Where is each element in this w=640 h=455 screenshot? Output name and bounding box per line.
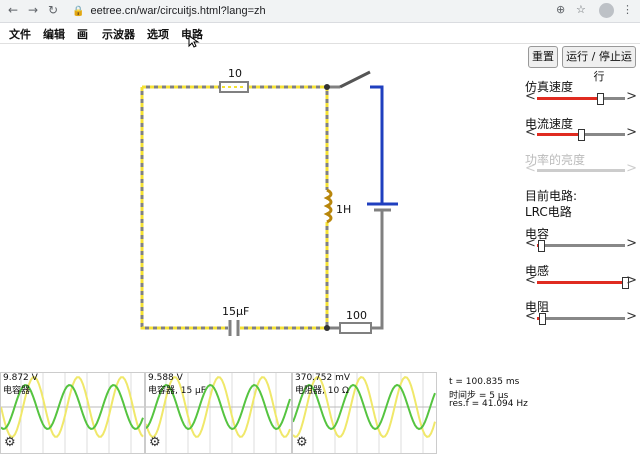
inductor-label: 1H	[336, 203, 351, 216]
menu-options[interactable]: 选项	[147, 28, 169, 41]
stat-timestep: 时间步 = 5 µs	[449, 391, 509, 401]
circuit-canvas[interactable]: 10 1H 15µF 100	[0, 44, 520, 370]
chevron-right-icon[interactable]: >	[626, 236, 637, 251]
sim-speed-label: 仿真速度	[525, 80, 574, 94]
inductance-label: 电感	[525, 264, 550, 278]
inductance-slider[interactable]: < >	[525, 273, 637, 289]
scope-value: 9.872 V	[3, 373, 38, 383]
resistor-bottom[interactable]	[339, 322, 372, 334]
scope-name: 电阻器, 10 Ω	[295, 386, 349, 396]
scope-wave-green	[1, 384, 144, 430]
forward-icon[interactable]: →	[28, 3, 39, 17]
gear-icon[interactable]: ⚙	[296, 435, 308, 450]
chevron-left-icon[interactable]: <	[525, 309, 536, 324]
menu-file[interactable]: 文件	[9, 28, 31, 41]
current-circuit-name: LRC电路	[525, 205, 572, 219]
scope-value: 370.752 mV	[295, 373, 351, 383]
scope-panel[interactable]: 370.752 mV 电阻器, 10 Ω ⚙	[292, 372, 437, 454]
gear-icon[interactable]: ⚙	[149, 435, 161, 450]
stat-time: t = 100.835 ms	[449, 377, 520, 387]
back-icon[interactable]: ←	[8, 3, 19, 17]
url-text: eetree.cn/war/circuitjs.html?lang=zh	[90, 5, 266, 17]
current-speed-label: 电流速度	[525, 117, 574, 131]
avatar[interactable]	[599, 3, 614, 18]
capacitance-label: 电容	[525, 227, 550, 241]
sim-speed-slider[interactable]: < >	[525, 89, 637, 105]
reload-icon[interactable]: ↻	[48, 3, 59, 17]
resistance-label: 电阻	[525, 300, 550, 314]
browser-menu-icon[interactable]: ⋮	[622, 3, 633, 16]
chevron-right-icon[interactable]: >	[626, 89, 637, 104]
inductor[interactable]	[323, 188, 333, 224]
battery-wire	[370, 85, 384, 204]
wires	[140, 85, 384, 330]
stat-resonant-freq: res.f = 41.094 Hz	[449, 399, 528, 409]
menu-bar: 文件 编辑 画 示波器 选项 电路	[0, 23, 640, 44]
scope-wave-green	[146, 383, 291, 431]
node-bottom	[324, 325, 330, 331]
scope-wave-yellow	[146, 376, 291, 438]
gear-icon[interactable]: ⚙	[4, 435, 16, 450]
reset-button[interactable]: 重置	[528, 46, 558, 68]
chevron-left-icon[interactable]: <	[525, 273, 536, 288]
address-bar[interactable]: 🔒 eetree.cn/war/circuitjs.html?lang=zh	[72, 3, 572, 19]
chevron-left-icon: <	[525, 161, 536, 176]
menu-edit[interactable]: 编辑	[43, 28, 65, 41]
scope-name: 电容器, 15 µF	[148, 386, 206, 396]
current-speed-slider[interactable]: < >	[525, 125, 637, 141]
menu-draw[interactable]: 画	[77, 28, 88, 41]
scope-panel[interactable]: 9.872 V 电容器 ⚙	[0, 372, 145, 454]
menu-scopes[interactable]: 示波器	[102, 28, 135, 41]
zoom-icon[interactable]: ⊕	[556, 3, 566, 16]
scope-wave-green	[293, 383, 436, 431]
star-icon[interactable]: ☆	[576, 3, 586, 16]
run-stop-button[interactable]: 运行 / 停止运行	[562, 46, 636, 83]
power-brightness-slider: < >	[525, 161, 637, 176]
scope-name: 电容器	[3, 386, 31, 396]
resistance-slider[interactable]: < >	[525, 309, 637, 325]
power-brightness-label: 功率的亮度	[525, 153, 586, 167]
lock-icon: 🔒	[72, 6, 85, 17]
scope-trace	[1, 373, 144, 453]
menu-circuits[interactable]: 电路	[181, 28, 203, 41]
scope-wave-yellow	[293, 375, 436, 439]
current-circuit-label: 目前电路:	[525, 189, 578, 203]
capacitor-label: 15µF	[222, 305, 249, 318]
scope-panel[interactable]: 9.588 V 电容器, 15 µF ⚙	[145, 372, 292, 454]
chevron-right-icon[interactable]: >	[626, 309, 637, 324]
chevron-left-icon[interactable]: <	[525, 89, 536, 104]
mouse-pointer-icon	[188, 35, 200, 48]
scope-trace	[293, 373, 436, 453]
switch[interactable]	[339, 70, 371, 89]
chevron-left-icon[interactable]: <	[525, 236, 536, 251]
node-top	[324, 84, 330, 90]
resistor-bottom-label: 100	[346, 309, 367, 322]
chevron-right-icon[interactable]: >	[626, 125, 637, 140]
scope-trace	[146, 373, 291, 453]
browser-toolbar: ← → ↻ 🔒 eetree.cn/war/circuitjs.html?lang…	[0, 0, 640, 23]
chevron-right-icon[interactable]: >	[626, 273, 637, 288]
resistor-top-label: 10	[228, 67, 242, 80]
capacitance-slider[interactable]: < >	[525, 236, 637, 252]
chevron-right-icon: >	[626, 161, 637, 176]
scope-value: 9.588 V	[148, 373, 183, 383]
chevron-left-icon[interactable]: <	[525, 125, 536, 140]
